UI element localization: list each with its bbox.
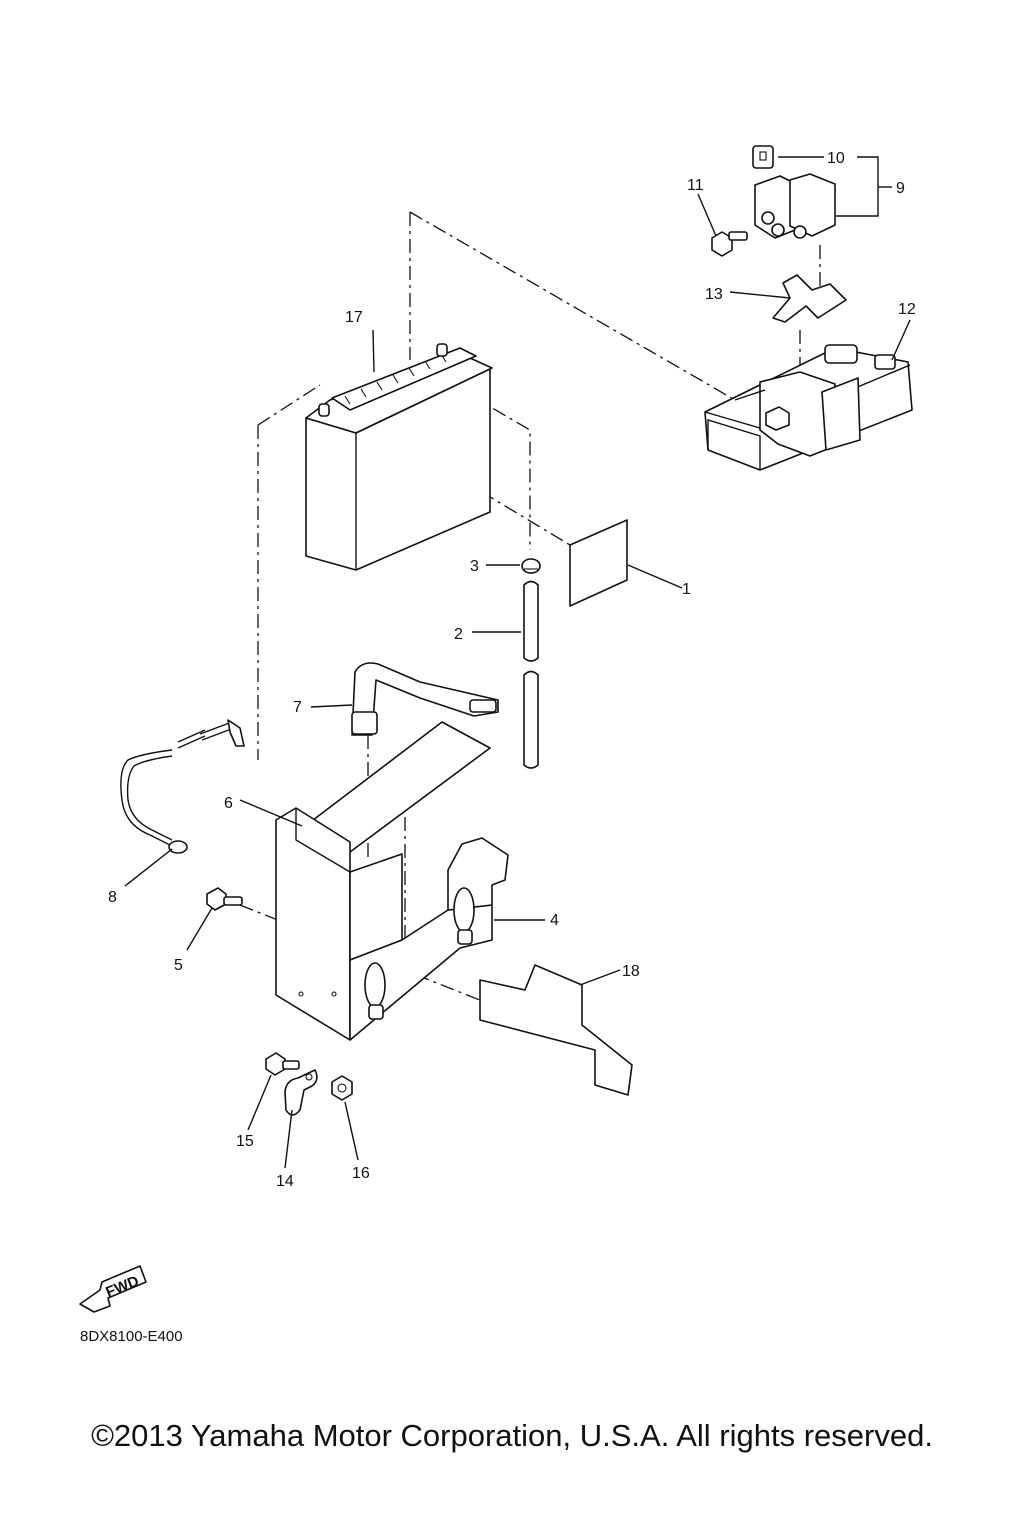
label-part-1: [569, 519, 628, 607]
callout-17: 17: [345, 309, 363, 326]
leader-lines: [124, 156, 911, 1169]
cover-part-18: [479, 964, 633, 1096]
fwd-label: FWD: [103, 1273, 141, 1302]
callout-labels: 1 2 3 4 5 6 7 8 9 10 11 12 13 14 15 16 1…: [108, 150, 916, 1190]
callout-16: 16: [352, 1165, 370, 1182]
cap-part-3: [521, 558, 541, 574]
callout-8: 8: [108, 889, 117, 906]
callout-7: 7: [293, 699, 302, 716]
battery-box-part-4: [275, 807, 509, 1041]
callout-10: 10: [827, 150, 845, 167]
battery-band-part-7: [351, 662, 499, 736]
breather-hose-part-2: [523, 580, 539, 769]
battery-part-17: [305, 343, 493, 571]
callout-4: 4: [550, 912, 559, 929]
negative-lead-part-8: [120, 719, 245, 854]
relay-part-9: [754, 173, 836, 239]
fuse-box-part-12: [704, 344, 913, 471]
copyright-notice: ©2013 Yamaha Motor Corporation, U.S.A. A…: [91, 1418, 933, 1453]
bracket-part-13: [772, 274, 847, 323]
nut-part-16: [331, 1075, 353, 1101]
callout-15: 15: [236, 1133, 254, 1150]
callout-2: 2: [454, 626, 463, 643]
screw-part-11: [711, 231, 748, 257]
callout-11: 11: [687, 177, 704, 194]
forward-arrow-icon: FWD: [79, 1265, 147, 1313]
callout-13: 13: [705, 286, 723, 303]
callout-6: 6: [224, 795, 233, 812]
connector-part-10: [752, 145, 774, 169]
bolt-part-5: [206, 887, 243, 911]
callout-18: 18: [622, 963, 640, 980]
bolt-part-15: [265, 1052, 300, 1076]
diagram-code: 8DX8100-E400: [80, 1328, 183, 1345]
callout-12: 12: [898, 301, 916, 318]
clamp-part-14: [284, 1069, 318, 1116]
callout-1: 1: [682, 581, 691, 598]
callout-14: 14: [276, 1173, 294, 1190]
callout-5: 5: [174, 957, 183, 974]
callout-9: 9: [896, 180, 905, 197]
callout-3: 3: [470, 558, 479, 575]
